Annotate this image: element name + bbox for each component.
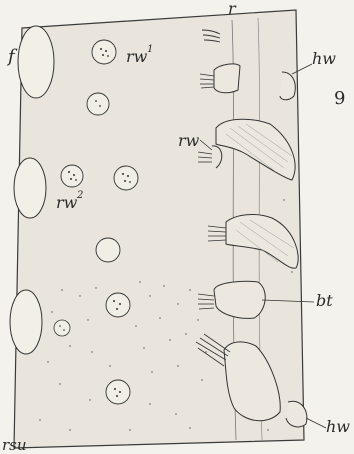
round-cell-mid xyxy=(96,238,120,262)
label-rw1-sup: 1 xyxy=(147,44,153,55)
label-rw1: rw xyxy=(126,47,148,66)
label-hw-top: hw xyxy=(312,49,336,68)
round-cell-bottom xyxy=(106,380,130,404)
edge-cell-middle xyxy=(14,158,46,218)
round-cell-upper xyxy=(87,93,109,115)
round-cell-lower xyxy=(106,293,130,317)
round-cell-center xyxy=(114,166,138,190)
round-cell-small xyxy=(54,320,70,336)
round-cell-rw2 xyxy=(61,165,83,187)
label-hw-bottom: hw xyxy=(326,417,350,436)
label-rw2: rw xyxy=(56,193,78,212)
round-cell-rw1 xyxy=(92,40,116,64)
label-bt: bt xyxy=(316,291,333,310)
label-rsu: rsu xyxy=(2,436,27,454)
label-r: r xyxy=(228,0,237,18)
label-rw: rw xyxy=(178,131,200,150)
figure-number: 9 xyxy=(334,88,345,109)
label-rw2-sup: 2 xyxy=(76,190,83,201)
edge-cell-lower xyxy=(10,290,42,354)
edge-cell-f xyxy=(18,26,54,98)
